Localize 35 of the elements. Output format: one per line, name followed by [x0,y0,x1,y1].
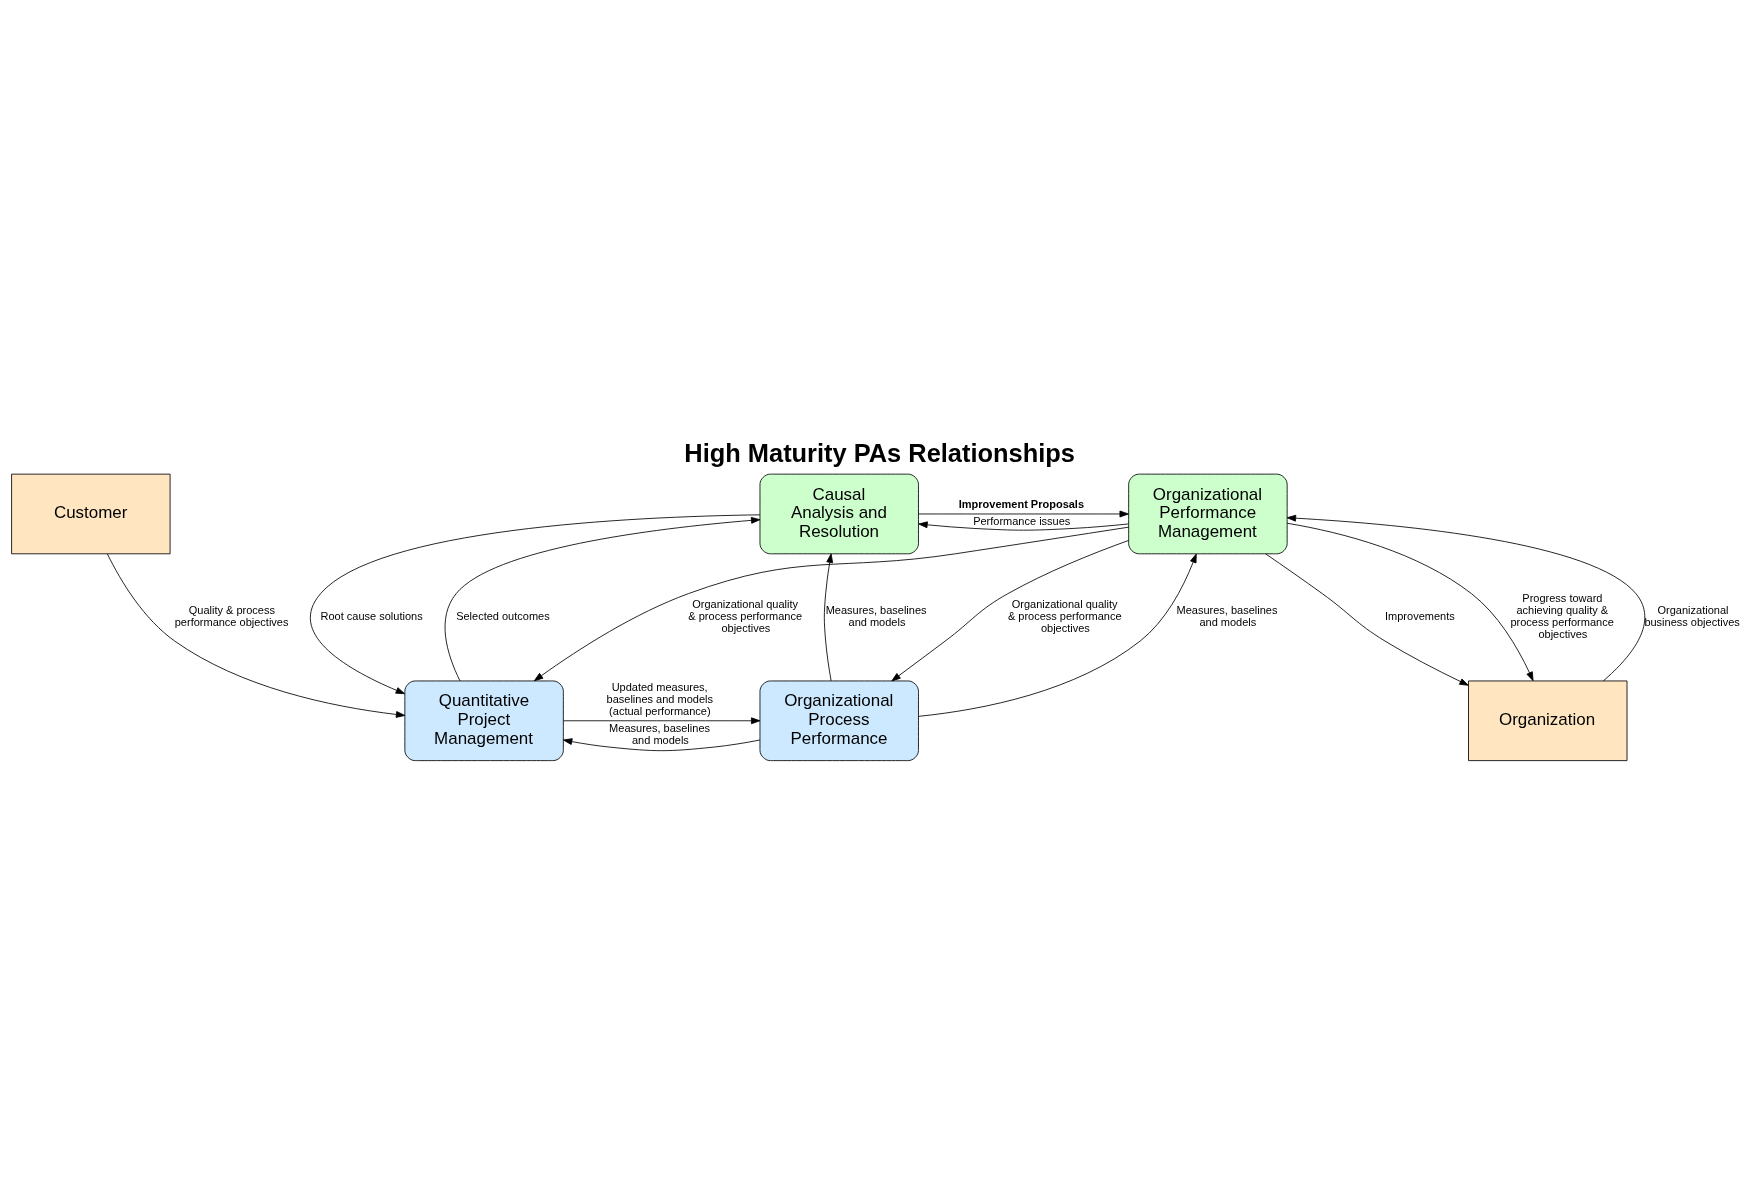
edge-label: Progress toward achieving quality & process performance objectives [1510,592,1614,641]
edge-label: Root cause solutions [320,610,423,623]
edge-label: Performance issues [973,515,1071,528]
edge-label: Updated measures, baselines and models (actual performance) [606,681,713,718]
edge-label: Measures, baselines and models [825,604,927,629]
arrow [562,717,761,725]
edge-label: Organizational quality & process performance objectives [1007,598,1122,635]
edge-label: Organizational business objectives [1644,604,1740,629]
arrow [823,553,834,682]
node-box: Organizational Performance Management [1128,473,1288,555]
node-box: Causal Analysis and Resolution [759,473,919,555]
edge-label: Quality & process performance objectives [174,604,289,629]
node-box: Organization [1468,680,1628,762]
arrow [1286,514,1646,682]
node-box: Customer [11,473,171,555]
arrow [891,540,1129,682]
edge-label: Organizational quality & process performance objectives [688,598,803,635]
edge-label: Measures, baselines and models [1176,604,1278,629]
edge-label: Measures, baselines and models [609,722,711,746]
edge-label: Selected outcomes [456,610,550,623]
arrow [310,514,761,695]
node-box: Organizational Process Performance [759,680,919,762]
arrow [444,516,761,682]
arrow [918,553,1197,717]
edge-label: Improvements [1385,610,1455,623]
arrow [106,553,406,718]
arrow [918,510,1129,518]
diagram-title: High Maturity PAs Relationships [684,439,1075,468]
arrow [918,521,1129,531]
arrow [563,738,761,752]
node-box: Quantitative Project Management [404,680,564,762]
arrow [1286,522,1534,682]
arrow [533,526,1129,682]
arrow [1265,553,1469,686]
edge-label: Improvement Proposals [958,497,1085,510]
